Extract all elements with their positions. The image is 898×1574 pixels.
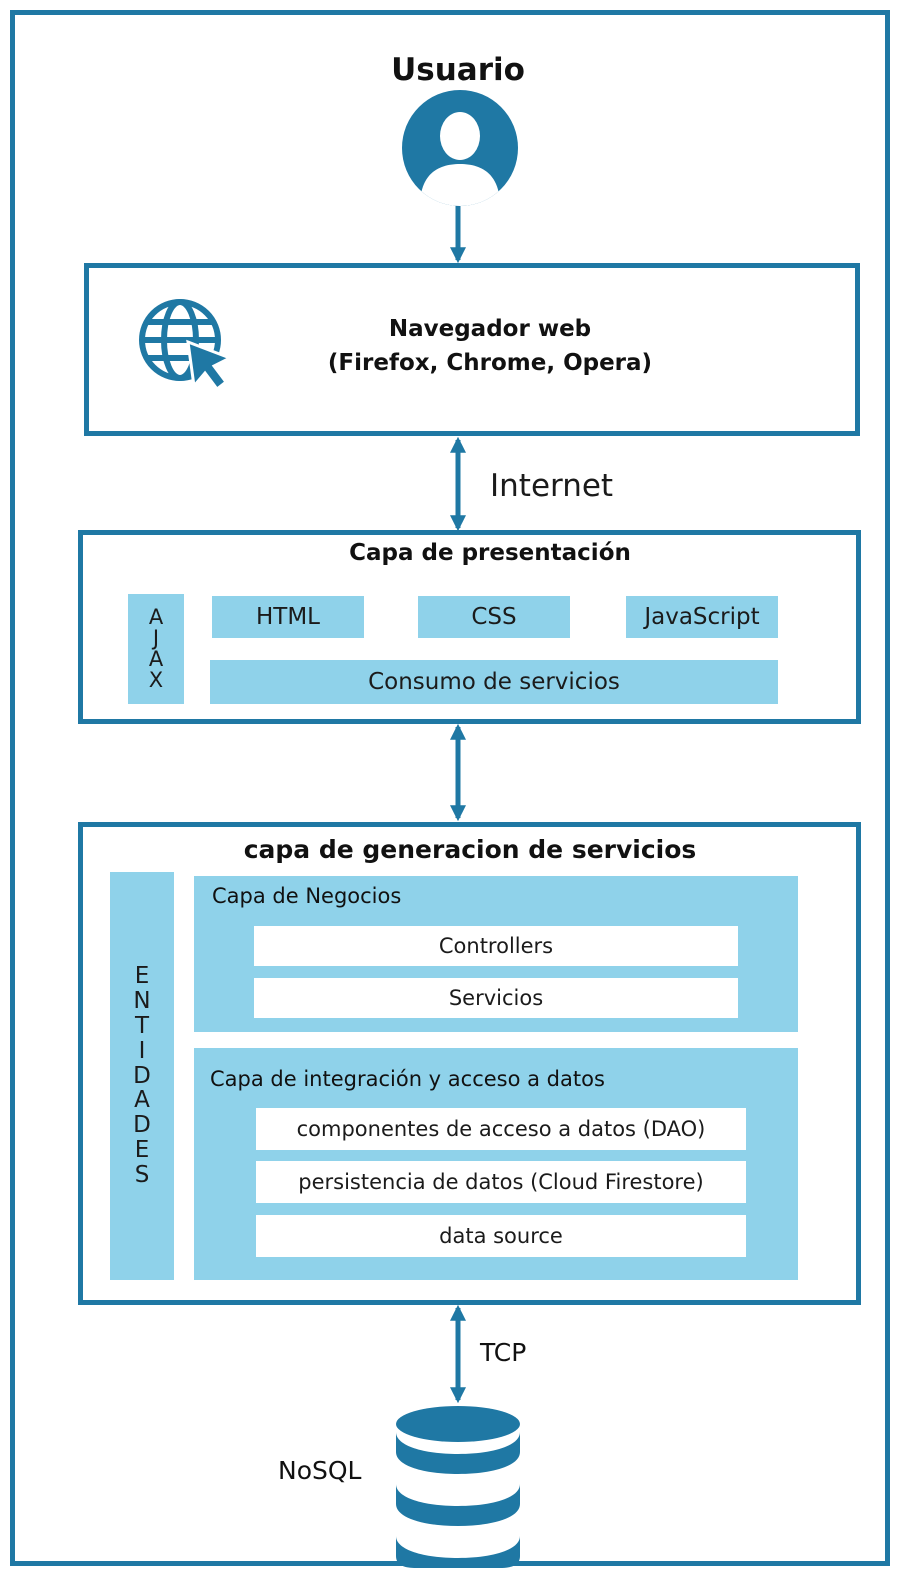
servicios-box: Servicios <box>254 978 738 1018</box>
ajax-letter: A <box>148 605 164 629</box>
entities-letter: S <box>134 1161 150 1188</box>
entities-letter: D <box>133 1112 151 1139</box>
javascript-chip: JavaScript <box>626 596 778 638</box>
css-chip: CSS <box>418 596 570 638</box>
services-consumption-bar: Consumo de servicios <box>210 660 778 704</box>
entities-letter: N <box>133 988 151 1015</box>
entities-letter: I <box>138 1037 146 1064</box>
presentation-title: Capa de presentación <box>349 540 631 566</box>
database-label: NoSQL <box>278 1456 362 1485</box>
entities-letter: A <box>134 1087 150 1114</box>
entities-letter: T <box>134 1012 150 1039</box>
data-source-box: data source <box>256 1215 746 1257</box>
integration-layer-title: Capa de integración y acceso a datos <box>210 1067 605 1091</box>
dao-box: componentes de acceso a datos (DAO) <box>256 1108 746 1150</box>
internet-label: Internet <box>490 468 614 504</box>
business-layer-title: Capa de Negocios <box>212 884 402 908</box>
ajax-letter: A <box>148 647 164 671</box>
ajax-letter: X <box>148 668 164 692</box>
browser-layer <box>84 263 860 436</box>
entities-letter: E <box>134 1137 150 1164</box>
ajax-letter: J <box>152 626 160 650</box>
controllers-box: Controllers <box>254 926 738 966</box>
user-label: Usuario <box>391 52 525 88</box>
services-layer-title: capa de generacion de servicios <box>243 835 697 864</box>
entities-letter: D <box>133 1062 151 1089</box>
entities-letter: E <box>134 963 150 990</box>
browser-subtitle: (Firefox, Chrome, Opera) <box>327 350 653 376</box>
entities-column: E N T I D A D E S <box>110 872 174 1280</box>
html-chip: HTML <box>212 596 364 638</box>
browser-title: Navegador web <box>388 316 592 342</box>
persistence-box: persistencia de datos (Cloud Firestore) <box>256 1161 746 1203</box>
tcp-label: TCP <box>480 1338 527 1367</box>
ajax-column: A J A X <box>128 594 184 704</box>
